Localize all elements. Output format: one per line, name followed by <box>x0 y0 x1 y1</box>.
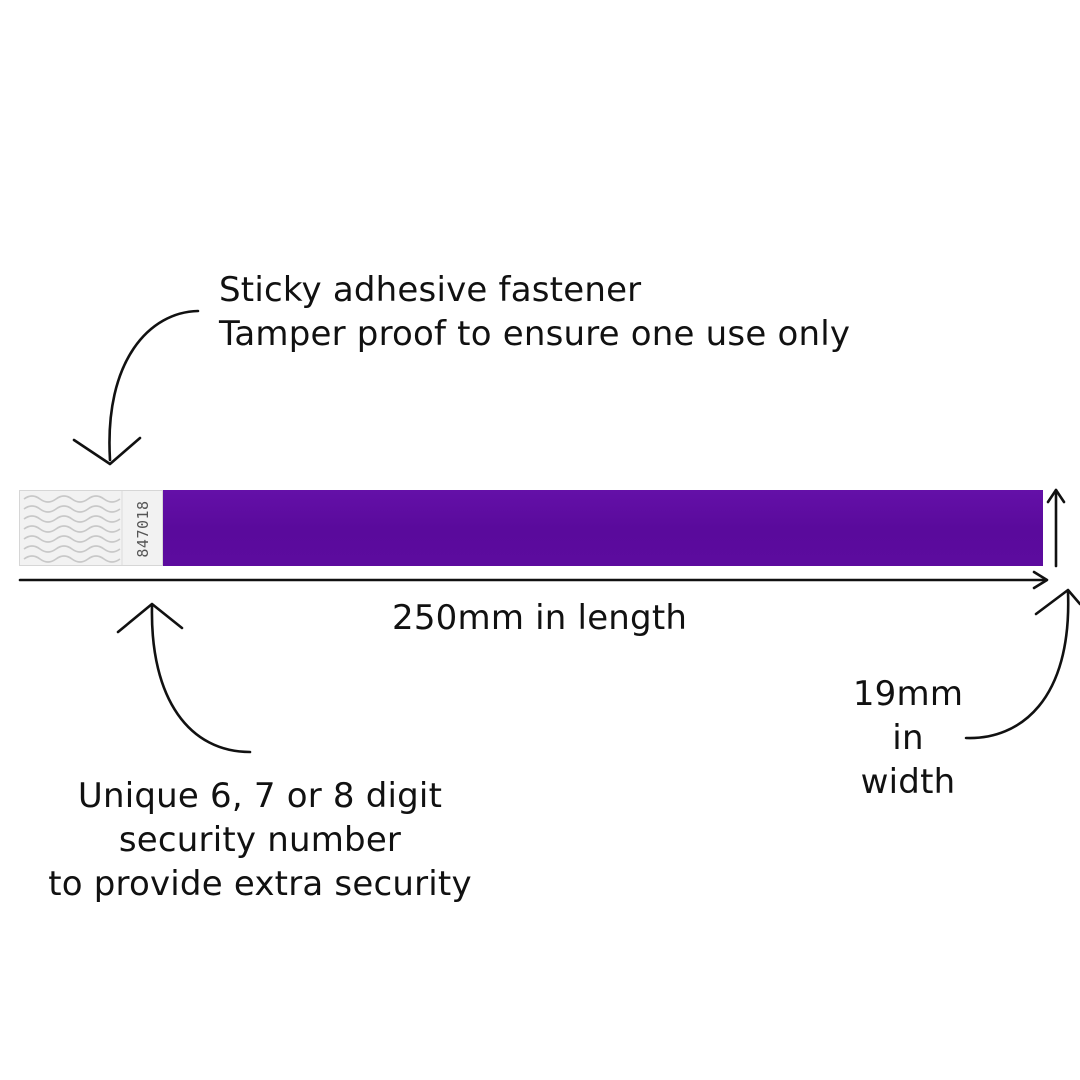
adhesive-tab: 847018 <box>19 490 163 566</box>
tamper-wave-pattern-icon <box>23 491 123 565</box>
fastener-annotation-line-2: Tamper proof to ensure one use only <box>219 314 851 354</box>
length-arrowhead-icon <box>1032 570 1049 590</box>
security-annotation-line-1: Unique 6, 7 or 8 digit <box>77 776 443 816</box>
fastener-arrowhead-icon <box>72 436 142 466</box>
width-curved-arrowhead-icon <box>1034 588 1080 616</box>
security-annotation-line-3: to provide extra security <box>48 864 472 904</box>
security-arrowhead-icon <box>116 602 184 634</box>
wristband: 847018 <box>19 490 1043 566</box>
width-annotation-line-3: width <box>860 762 956 802</box>
width-annotation-line-1: 19mm <box>852 674 964 714</box>
fastener-annotation: Sticky adhesive fastener Tamper proof to… <box>219 268 850 356</box>
width-annotation-line-2: in <box>892 718 924 758</box>
width-annotation: 19mm in width <box>848 672 968 804</box>
security-curved-arrow-icon <box>150 604 252 754</box>
fastener-curved-arrow-icon <box>108 309 200 462</box>
length-annotation: 250mm in length <box>392 598 688 638</box>
width-arrowhead-icon <box>1046 488 1066 504</box>
security-annotation: Unique 6, 7 or 8 digit security number t… <box>40 774 480 906</box>
width-curved-arrow-icon <box>964 590 1070 740</box>
security-annotation-line-2: security number <box>118 820 402 860</box>
fastener-annotation-line-1: Sticky adhesive fastener <box>219 270 642 310</box>
purple-band <box>163 490 1043 566</box>
